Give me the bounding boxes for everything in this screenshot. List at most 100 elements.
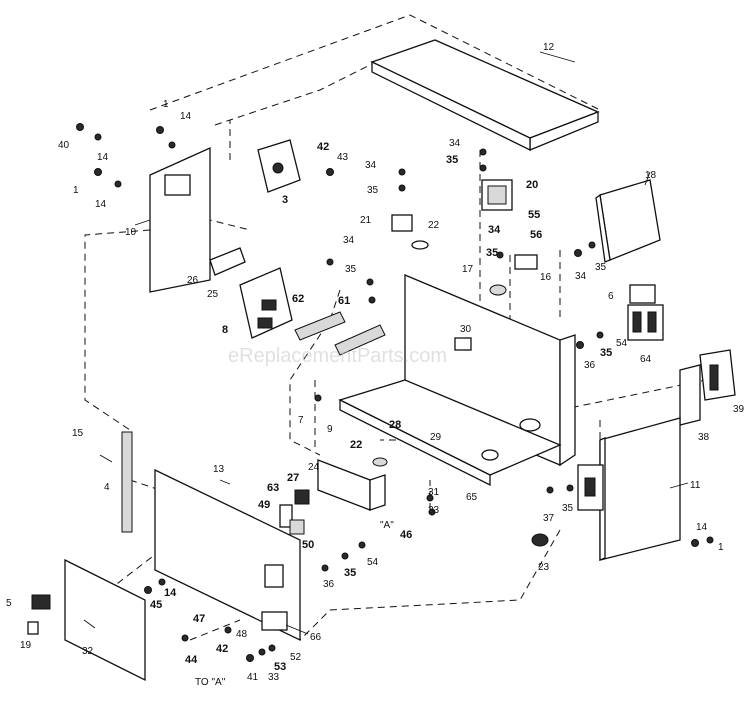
part-label-l49: 49 — [258, 499, 270, 511]
part-label-l20: 20 — [526, 179, 538, 191]
part-label-l28: 28 — [389, 419, 401, 431]
part-label-l36b: 36 — [323, 579, 335, 590]
part-label-l38: 38 — [698, 432, 710, 443]
knob-part-19 — [27, 621, 39, 635]
part-label-l39: 39 — [733, 404, 745, 415]
connector-part-21 — [391, 214, 413, 232]
part-label-l22a: 22 — [428, 220, 440, 231]
part-label-l50: 50 — [302, 539, 314, 551]
part-label-l26a: 26 — [187, 275, 199, 286]
part-label-l64: 64 — [640, 354, 652, 365]
part-label-l34b: 34 — [449, 138, 461, 149]
part-label-l10: 10 — [125, 227, 137, 238]
washer-part-22b — [372, 457, 388, 467]
watermark: eReplacementParts.com — [228, 345, 447, 367]
part-label-l43: 43 — [337, 152, 349, 163]
part-label-l35c: 35 — [486, 247, 498, 259]
part-label-l42a: 42 — [317, 141, 329, 153]
block-part-27 — [294, 489, 310, 505]
part-label-l11: 11 — [690, 480, 701, 491]
part-label-l35g: 35 — [562, 503, 574, 514]
part-label-l19: 19 — [20, 640, 32, 651]
part-label-l27: 27 — [287, 472, 299, 484]
part-label-lA1: "A" — [380, 520, 394, 531]
fasteners — [76, 123, 714, 662]
breaker-part-37 — [577, 464, 604, 511]
part-label-l35a: 35 — [446, 154, 458, 166]
terminal-strip-part-61 — [334, 324, 386, 356]
part-label-l18: 18 — [645, 170, 657, 181]
relay-part-39 — [699, 349, 736, 401]
part-label-l14a: 14 — [180, 111, 192, 122]
control-box-part-18 — [595, 179, 661, 263]
part-label-l14e: 14 — [164, 587, 177, 599]
part-label-l61: 61 — [338, 295, 350, 307]
part-label-l15: 15 — [72, 428, 84, 439]
part-label-l45: 45 — [150, 599, 162, 611]
part-label-l62: 62 — [292, 293, 304, 305]
part-label-l30: 30 — [460, 324, 472, 335]
part-label-l5: 5 — [6, 598, 12, 609]
contactor-part-64 — [627, 304, 664, 341]
part-label-l1b: 1 — [73, 185, 79, 196]
part-label-l25: 25 — [207, 289, 219, 300]
part-label-l37: 37 — [543, 513, 555, 524]
part-label-l34e: 34 — [343, 235, 355, 246]
part-label-l1a: 1 — [163, 99, 169, 110]
part-label-l66: 66 — [310, 632, 322, 643]
part-label-l47: 47 — [193, 613, 205, 625]
part-label-l42b: 42 — [216, 643, 228, 655]
plug-module-part-3 — [257, 139, 301, 193]
part-63-49-50 — [279, 504, 305, 535]
part-label-lTOA: TO "A" — [195, 677, 226, 688]
part-16 — [514, 254, 538, 270]
part-label-l14b: 14 — [97, 152, 109, 163]
part-label-l55: 55 — [528, 209, 540, 221]
part-label-l4: 4 — [104, 482, 110, 493]
part-label-l65: 65 — [466, 492, 478, 503]
part-label-l46: 46 — [400, 529, 412, 541]
part-label-l32: 32 — [82, 646, 94, 657]
transformer-part-20 — [481, 179, 513, 211]
switch-part-5 — [31, 594, 51, 610]
part-label-l12: 12 — [543, 42, 555, 53]
part-label-l8: 8 — [222, 324, 228, 336]
part-label-l14d: 14 — [696, 522, 708, 533]
part-label-l3: 3 — [282, 194, 288, 206]
front-panel-part-13 — [154, 468, 301, 642]
bracket-part-38 — [679, 364, 701, 426]
part-label-l44: 44 — [185, 654, 198, 666]
part-label-l35e: 35 — [345, 264, 357, 275]
rail-part-4 — [121, 431, 133, 533]
part-label-l17: 17 — [462, 264, 474, 275]
foot-part-23 — [531, 533, 549, 547]
part-label-l48: 48 — [236, 629, 248, 640]
part-label-l41: 41 — [247, 672, 259, 683]
main-enclosure-frame — [338, 274, 576, 487]
clip-part-26 — [209, 247, 246, 276]
cover-plate-part-32 — [64, 558, 146, 682]
part-label-l22b: 22 — [350, 439, 362, 451]
part-label-l16: 16 — [540, 272, 552, 283]
part-label-l24: 24 — [308, 462, 320, 473]
part-label-l9: 9 — [327, 424, 333, 435]
part-label-l6: 6 — [608, 291, 614, 302]
part-label-l33a: 33 — [428, 505, 440, 516]
terminal-part-17 — [489, 284, 507, 296]
side-bracket-part-10 — [149, 146, 211, 293]
leader-lines — [83, 51, 689, 635]
part-label-l34a: 34 — [365, 160, 377, 171]
part-label-l40: 40 — [58, 140, 70, 151]
part-label-l7: 7 — [298, 415, 304, 426]
part-label-l14c: 14 — [95, 199, 107, 210]
part-label-l34c: 34 — [488, 224, 501, 236]
part-label-l36a: 36 — [584, 360, 596, 371]
circuit-board-part-8 — [239, 267, 293, 339]
part-label-l53: 53 — [274, 661, 286, 673]
part-label-l31: 31 — [428, 487, 440, 498]
part-label-l33b: 33 — [268, 672, 280, 683]
terminal-strip-part-62 — [294, 311, 346, 341]
side-panel-part-11 — [599, 417, 681, 561]
part-label-l35b: 35 — [367, 185, 379, 196]
